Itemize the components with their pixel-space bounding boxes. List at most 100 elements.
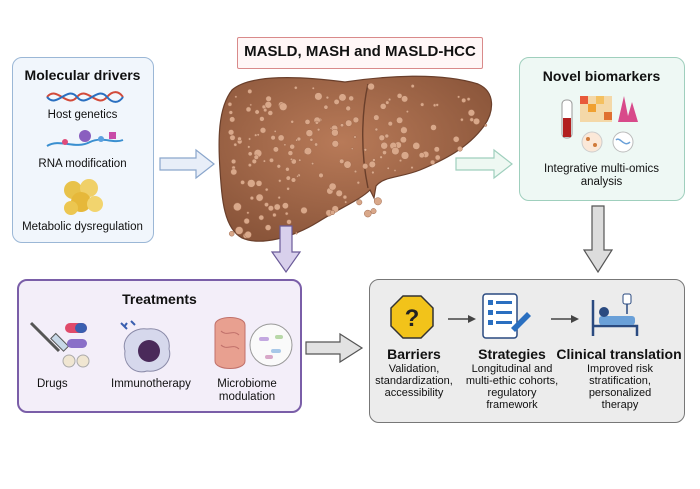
liver-nodule [244, 231, 252, 239]
liver-nodule [245, 106, 252, 113]
liver-nodule [382, 150, 387, 155]
liver-nodule [284, 211, 289, 216]
clinical-translation-heading: Clinical translation [556, 346, 682, 362]
liver-nodule [305, 129, 314, 137]
liver-nodule [384, 133, 390, 139]
immunotherapy-label: Immunotherapy [111, 378, 191, 390]
liver-nodule [251, 158, 257, 164]
liver-nodule [282, 202, 289, 210]
liver-nodule [363, 148, 368, 152]
liver-nodule [300, 206, 308, 214]
liver-nodule [255, 180, 263, 187]
liver-nodule [279, 102, 288, 111]
liver-nodule [460, 117, 464, 122]
liver-nodule [333, 98, 340, 105]
liver-nodule [370, 208, 377, 215]
liver-nodule [249, 103, 253, 107]
barriers-line-1: Validation, [388, 363, 440, 375]
liver-nodule [385, 100, 390, 105]
liver-nodule [285, 175, 291, 181]
liver-nodule [277, 134, 285, 142]
liver-nodule [276, 164, 281, 169]
liver-nodule [304, 147, 312, 156]
liver-nodule [329, 127, 333, 130]
page-title: MASLD, MASH and MASLD-HCC [237, 37, 483, 69]
translation-line-2: stratification, [589, 375, 651, 387]
liver-nodule [273, 130, 277, 133]
liver-nodule [265, 95, 272, 102]
liver-nodule [248, 137, 252, 141]
liver-nodule [412, 142, 421, 150]
liver-nodule [314, 142, 319, 147]
liver-nodule [331, 128, 339, 137]
liver-nodule [229, 134, 236, 141]
liver-nodule [311, 86, 315, 90]
liver-nodule [373, 197, 382, 206]
liver-nodule [247, 145, 251, 149]
liver-nodule [473, 117, 480, 125]
liver-nodule [286, 187, 290, 191]
liver-nodule [233, 202, 242, 212]
liver-nodule [391, 146, 400, 156]
liver-nodule [273, 203, 281, 211]
liver-nodule [283, 229, 289, 234]
liver-nodule [253, 154, 259, 160]
hospital-bed-icon [591, 293, 639, 336]
barriers-heading: Barriers [387, 346, 441, 362]
translation-line-1: Improved risk [586, 363, 654, 375]
liver-nodule [393, 169, 397, 172]
liver-nodule [258, 214, 265, 221]
molecular-drivers-panel: Molecular drivers Host genetics RNA modi… [12, 57, 154, 243]
liver-nodule [338, 93, 347, 102]
liver-nodule [452, 136, 460, 143]
liver-nodule [269, 157, 274, 163]
liver-nodule [345, 119, 353, 127]
novel-biomarkers-heading: Novel biomarkers [542, 68, 661, 84]
liver-nodule [296, 174, 299, 178]
liver-nodule [467, 109, 475, 117]
liver-nodule [286, 219, 292, 225]
liver-nodule [294, 86, 298, 90]
liver-nodule [231, 158, 237, 165]
liver-nodule [352, 116, 360, 124]
liver-nodule [368, 160, 376, 168]
liver-nodule [246, 211, 250, 215]
liver-nodule [228, 230, 235, 237]
liver-nodule [345, 105, 351, 112]
liver-nodule [329, 209, 336, 216]
liver-nodule [362, 163, 369, 170]
liver-nodule [254, 133, 258, 137]
rna-modification-label: RNA modification [38, 158, 127, 170]
liver-nodule [379, 103, 387, 110]
liver-nodule [400, 126, 408, 134]
liver-nodule [401, 95, 409, 103]
novel-biomarkers-panel: Novel biomarkers Integrative multi-omics… [519, 57, 685, 201]
liver-nodule [457, 95, 461, 99]
liver-nodule [342, 194, 348, 200]
liver-nodule [247, 151, 253, 157]
molecular-drivers-heading: Molecular drivers [24, 67, 141, 83]
liver-nodule [309, 137, 314, 142]
multi-omics-caption-1: Integrative multi-omics [543, 163, 660, 175]
dna-icon [46, 91, 124, 103]
liver-nodule [350, 147, 354, 150]
liver-nodule [289, 143, 295, 150]
liver-nodule [298, 158, 302, 162]
liver-body [218, 75, 493, 242]
liver-nodule [228, 129, 235, 136]
liver-nodule [235, 226, 244, 235]
liver-nodule [314, 92, 323, 101]
liver-nodule [290, 157, 293, 161]
liver-nodule [374, 127, 379, 132]
barriers-line-2: standardization, [375, 375, 453, 387]
drugs-label: Drugs [37, 378, 68, 390]
liver-nodule [228, 110, 233, 115]
liver-nodule [267, 205, 274, 212]
liver-nodule [264, 101, 272, 109]
liver-nodule [240, 180, 245, 185]
liver-nodule [267, 110, 274, 116]
liver-nodule [434, 154, 441, 161]
liver-nodule [233, 142, 238, 147]
immune-cell-icon [120, 320, 171, 373]
liver-nodule [314, 120, 319, 125]
